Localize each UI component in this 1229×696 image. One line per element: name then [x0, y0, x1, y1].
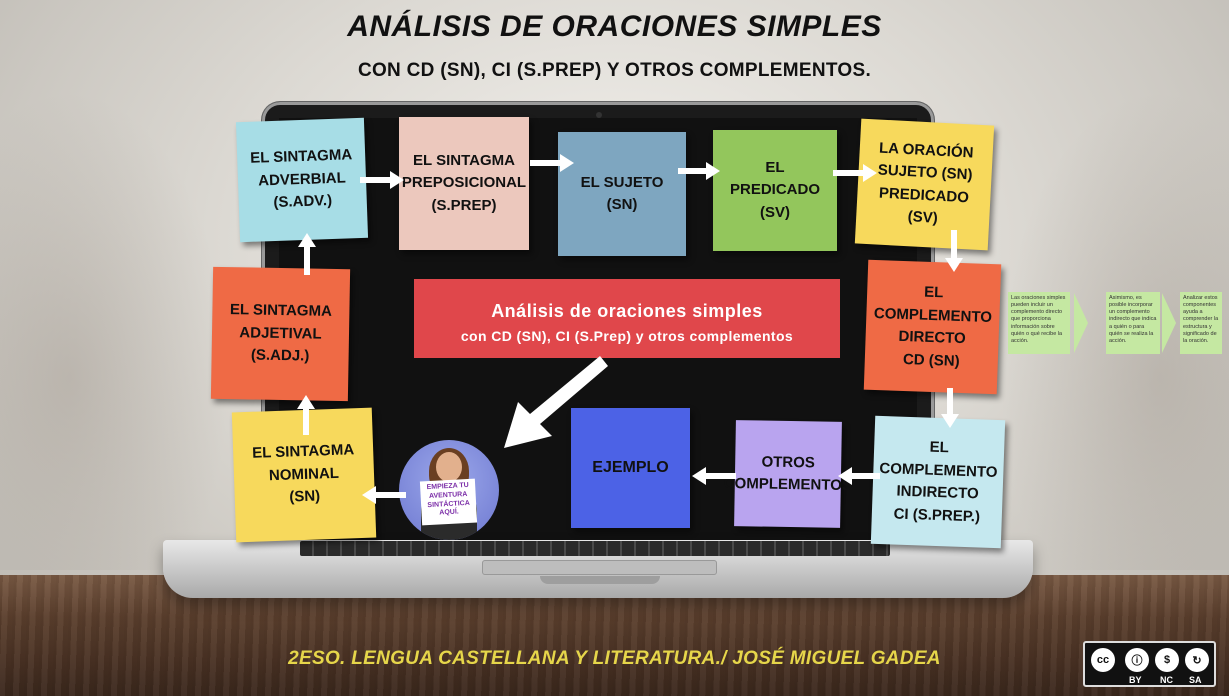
note-label: EL SINTAGMA ADVERBIAL (S.ADV.) [249, 146, 353, 212]
main-banner[interactable]: Análisis de oraciones simples con CD (SN… [414, 279, 840, 358]
page-subtitle: CON CD (SN), CI (S.PREP) Y OTROS COMPLEM… [357, 60, 872, 81]
note-la-oracion[interactable]: LA ORACIÓN SUJETO (SN) PREDICADO (SV) [854, 118, 995, 251]
license-label-sa: SA [1189, 675, 1202, 685]
arrow-left-icon [838, 467, 880, 485]
note-sintagma-adverbial[interactable]: EL SINTAGMA ADVERBIAL (S.ADV.) [235, 117, 369, 243]
note-label: EL COMPLEMENTO INDIRECTO CI (S.PREP.) [879, 438, 998, 525]
license-label-by: BY [1129, 675, 1142, 685]
arrow-right-icon [833, 164, 877, 182]
side-note-3[interactable]: Analizar estos componentes ayuda a compr… [1180, 292, 1222, 354]
arrow-right-icon [360, 171, 404, 189]
sa-share-icon: ↻ [1185, 648, 1209, 672]
note-label: EL SINTAGMA ADJETIVAL (S.ADJ.) [229, 301, 333, 365]
note-predicado[interactable]: EL PREDICADO (SV) [713, 130, 837, 251]
side-note-text: Analizar estos componentes ayuda a compr… [1183, 295, 1219, 344]
license-label-nc: NC [1160, 675, 1173, 685]
note-label: EJEMPLO [592, 459, 669, 476]
side-note-arrow [1074, 293, 1088, 353]
laptop-notch [540, 576, 660, 584]
side-note-text: Asimismo, es posible incorporar un compl… [1109, 295, 1157, 344]
by-person-icon: ⓘ [1125, 648, 1149, 672]
nc-dollar-icon: $ [1155, 648, 1179, 672]
note-label: EL COMPLEMENTO DIRECTO CD (SN) [873, 283, 993, 370]
background-blur-left [0, 90, 230, 570]
side-note-1[interactable]: Las oraciones simples pueden incluir un … [1008, 292, 1070, 354]
note-complemento-directo[interactable]: EL COMPLEMENTO DIRECTO CD (SN) [863, 259, 1002, 395]
arrow-diagonal-icon [504, 356, 608, 448]
arrow-up-icon [297, 395, 315, 435]
arrow-up-icon [298, 233, 316, 275]
banner-title: Análisis de oraciones simples [491, 301, 763, 321]
note-sintagma-preposicional[interactable]: EL SINTAGMA PREPOSICIONAL (S.PREP) [399, 117, 529, 250]
start-avatar[interactable]: EMPIEZA TU AVENTURA SINTÁCTICA AQUÍ. [399, 440, 499, 540]
arrow-down-icon [945, 230, 963, 272]
side-note-arrow [1162, 293, 1176, 353]
side-note-2[interactable]: Asimismo, es posible incorporar un compl… [1106, 292, 1160, 354]
laptop-camera [596, 112, 602, 118]
cc-license-badge[interactable]: cc ⓘ $ ↻ BY NC SA [1083, 641, 1216, 687]
side-note-text: Las oraciones simples pueden incluir un … [1011, 295, 1066, 344]
note-sujeto[interactable]: EL SUJETO (SN) [558, 132, 686, 256]
footer-credit: 2ESO. LENGUA CASTELLANA Y LITERATURA./ J… [288, 648, 941, 669]
banner-subtitle: con CD (SN), CI (S.Prep) y otros complem… [460, 328, 794, 344]
note-complemento-indirecto[interactable]: EL COMPLEMENTO INDIRECTO CI (S.PREP.) [870, 415, 1006, 549]
arrow-right-icon [530, 154, 574, 172]
note-label: OTROS COMPLEMENTOS [723, 453, 853, 495]
note-otros-complementos[interactable]: OTROS COMPLEMENTOS [724, 420, 852, 528]
arrow-left-icon [692, 467, 736, 485]
note-label: LA ORACIÓN SUJETO (SN) PREDICADO (SV) [877, 139, 974, 227]
laptop-trackpad [482, 560, 717, 575]
page-title: ANÁLISIS DE ORACIONES SIMPLES [347, 10, 882, 43]
note-label: EL PREDICADO (SV) [729, 158, 820, 221]
note-label: EL SINTAGMA NOMINAL (SN) [251, 441, 355, 506]
avatar-sign: EMPIEZA TU AVENTURA SINTÁCTICA AQUÍ. [419, 478, 478, 526]
arrow-down-icon [941, 388, 959, 428]
note-ejemplo[interactable]: EJEMPLO [571, 408, 690, 528]
cc-icon: cc [1091, 648, 1115, 672]
arrow-left-icon [362, 486, 406, 504]
note-sintagma-adjetival[interactable]: EL SINTAGMA ADJETIVAL (S.ADJ.) [210, 266, 351, 402]
avatar-head [436, 452, 462, 482]
arrow-right-icon [678, 162, 720, 180]
note-label: EL SINTAGMA PREPOSICIONAL (S.PREP) [401, 151, 527, 214]
laptop-keyboard [300, 541, 890, 556]
note-label: EL SUJETO (SN) [580, 173, 664, 214]
